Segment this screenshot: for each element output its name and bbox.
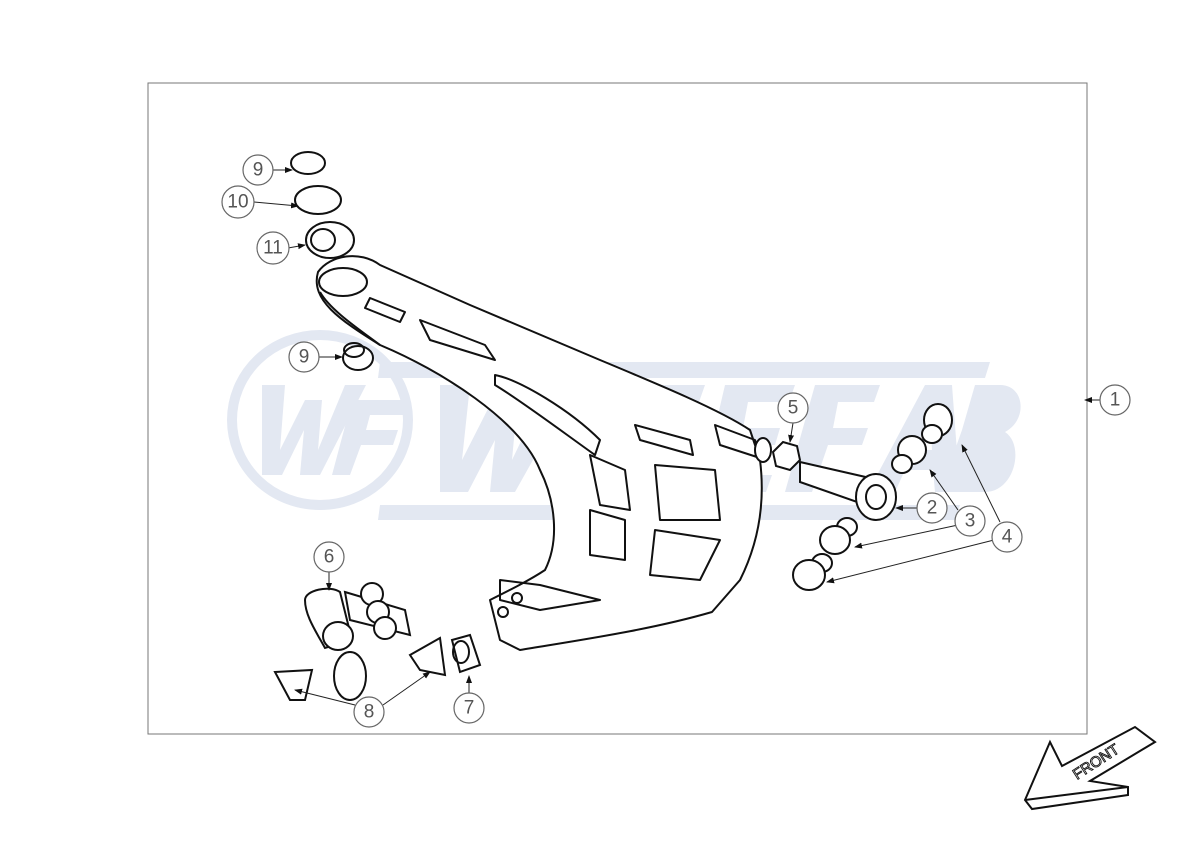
svg-text:9: 9 xyxy=(299,347,310,368)
front-direction-arrow: FRONT xyxy=(1023,725,1157,811)
svg-text:1: 1 xyxy=(1110,390,1121,411)
callout-3: 3 xyxy=(954,505,986,537)
leader-lines xyxy=(253,167,1100,706)
callout-11: 11 xyxy=(256,231,290,265)
callout-4: 4 xyxy=(991,521,1023,553)
svg-text:2: 2 xyxy=(927,498,938,519)
callout-10: 10 xyxy=(221,185,255,219)
callout-6: 6 xyxy=(313,541,345,573)
wishbone-arm xyxy=(315,255,772,651)
callout-5: 5 xyxy=(777,392,809,424)
parts xyxy=(273,151,953,701)
callout-9-top: 9 xyxy=(242,154,274,186)
svg-text:8: 8 xyxy=(364,702,375,723)
svg-text:3: 3 xyxy=(965,511,976,532)
svg-text:10: 10 xyxy=(227,192,248,213)
svg-text:6: 6 xyxy=(324,547,335,568)
svg-text:5: 5 xyxy=(788,398,799,419)
svg-text:7: 7 xyxy=(464,698,475,719)
callout-1: 1 xyxy=(1099,384,1131,416)
callout-9-mid: 9 xyxy=(288,341,320,373)
svg-text:9: 9 xyxy=(253,160,264,181)
callout-8: 8 xyxy=(353,696,385,728)
svg-text:11: 11 xyxy=(263,238,283,259)
callout-2: 2 xyxy=(916,492,948,524)
callout-7: 7 xyxy=(453,692,485,724)
assembly-frame xyxy=(147,82,1088,735)
svg-text:4: 4 xyxy=(1002,527,1013,548)
